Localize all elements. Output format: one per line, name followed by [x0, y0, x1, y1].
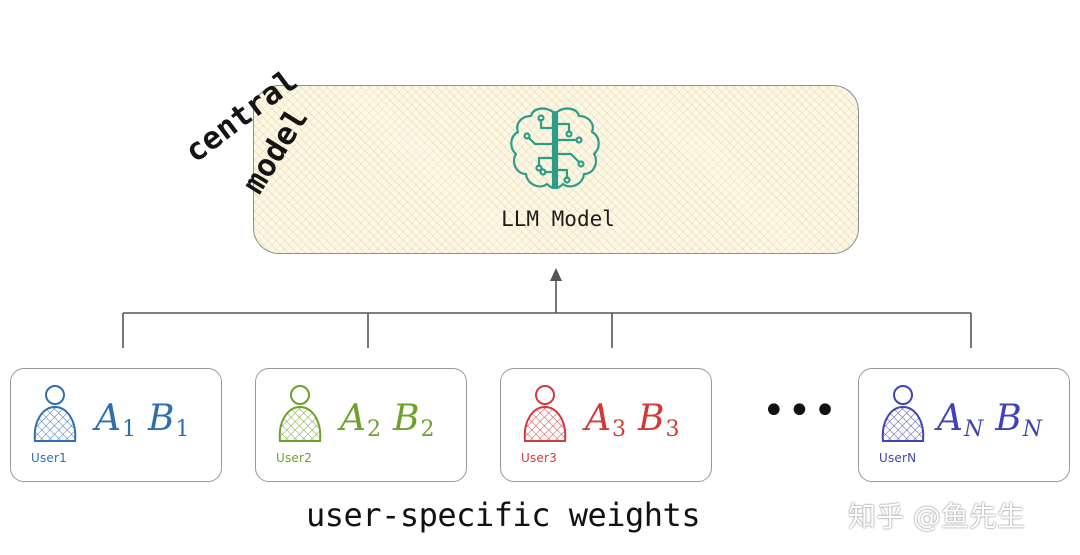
more-users-ellipsis: ••• [762, 388, 839, 434]
person-icon [523, 385, 567, 442]
weight-a-symbol: A [340, 398, 366, 439]
watermark: 知乎 @鱼先生 [848, 500, 1025, 533]
weight-a-symbol: A [95, 398, 121, 439]
weight-a: A1 [95, 398, 136, 442]
central-model-label: LLM Model [501, 207, 615, 231]
weight-b-subscript: 2 [420, 417, 435, 442]
weight-b-symbol: B [638, 398, 665, 439]
weight-a-symbol: A [937, 398, 963, 439]
user-name-label: User2 [276, 451, 312, 465]
brain-circuit-icon [510, 107, 600, 190]
user-specific-weights-caption: user-specific weights [306, 496, 701, 534]
weight-b: B1 [148, 398, 190, 442]
weight-b-symbol: B [995, 398, 1022, 439]
person-icon [278, 385, 322, 442]
weight-b: B2 [393, 398, 435, 442]
weight-a-symbol: A [585, 398, 611, 439]
weight-a-subscript: N [964, 417, 984, 442]
weight-a-subscript: 2 [367, 417, 381, 442]
weight-a: A3 [585, 398, 626, 442]
user-name-label: User3 [521, 451, 557, 465]
user-name-label: User1 [31, 451, 67, 465]
weight-a: A2 [340, 398, 381, 442]
person-icon [33, 385, 77, 442]
weight-a: AN [937, 398, 984, 442]
weight-b: B3 [638, 398, 680, 442]
weight-a-subscript: 1 [122, 417, 136, 442]
weight-b-subscript: 1 [175, 417, 190, 442]
weight-b-subscript: N [1022, 417, 1042, 442]
weight-b-subscript: 3 [665, 417, 680, 442]
person-icon [881, 385, 925, 442]
user-name-label: UserN [879, 451, 917, 465]
weight-b-symbol: B [393, 398, 420, 439]
weight-b-symbol: B [148, 398, 175, 439]
weight-a-subscript: 3 [612, 417, 626, 442]
weight-b: BN [995, 398, 1042, 442]
up-arrow-head [550, 268, 562, 281]
